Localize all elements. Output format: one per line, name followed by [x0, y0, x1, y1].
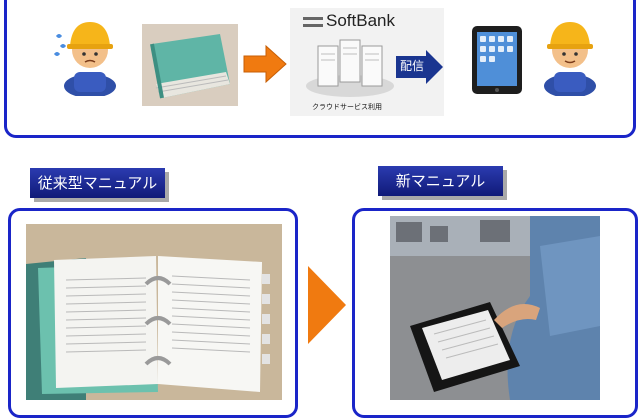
- tablet-in-use-photo: [390, 216, 600, 400]
- open-binder-photo: [26, 224, 282, 400]
- tablet-icon: [472, 26, 522, 94]
- new-manual-label: 新マニュアル: [378, 166, 503, 196]
- old-manual-label: 従来型マニュアル: [30, 168, 165, 198]
- delivery-label: 配信: [400, 59, 425, 73]
- orange-arrow-icon: [308, 266, 346, 344]
- binder-photo: [142, 24, 238, 106]
- cloud-service-caption: クラウドサービス利用: [312, 103, 382, 111]
- orange-arrow-icon: [243, 44, 287, 84]
- worker-icon: [544, 22, 596, 96]
- worried-worker-icon: [54, 22, 116, 96]
- server-cloud-icon: [306, 39, 394, 97]
- softbank-wordmark: SoftBank: [326, 11, 395, 30]
- softbank-logo-icon: [303, 17, 323, 27]
- delivery-arrow-icon: [396, 50, 443, 84]
